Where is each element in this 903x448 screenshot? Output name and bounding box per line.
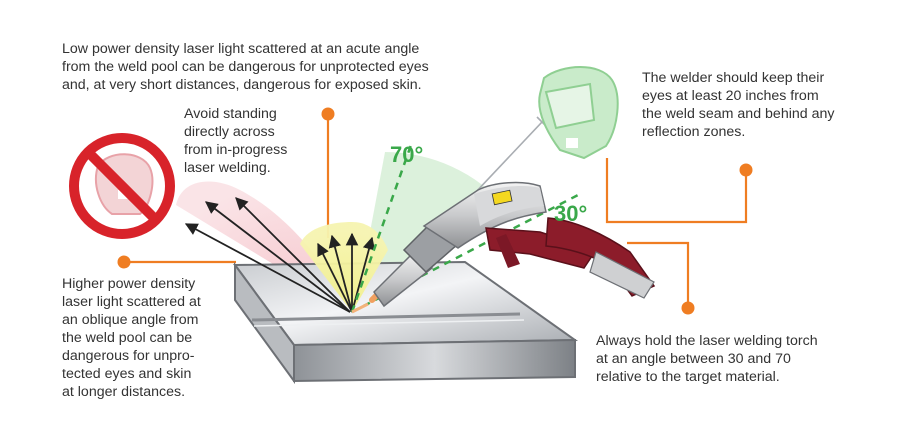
leader-torch-angle <box>627 241 690 308</box>
lower-angle-label: 30° <box>554 201 588 226</box>
avoid-standing-note-line-3: from in-progress <box>184 142 288 158</box>
high-power-note-line-4: the weld pool can be <box>62 330 193 346</box>
avoid-standing-note-line-1: Avoid standing <box>184 106 277 122</box>
low-power-note-line-1: Low power density laser light scattered … <box>62 41 420 57</box>
leader-dot-high-power <box>117 255 131 269</box>
welder-eyes-note-line-2: eyes at least 20 inches from <box>642 88 819 104</box>
low-power-note-line-3: and, at very short distances, dangerous … <box>62 77 422 93</box>
low-power-note-line-2: from the weld pool can be dangerous for … <box>62 59 429 75</box>
leader-dots <box>117 107 753 315</box>
leader-dot-welder-eyes <box>739 163 753 177</box>
laser-welding-torch-icon <box>351 181 656 314</box>
torch-angle-note-line-1: Always hold the laser welding torch <box>596 333 818 349</box>
leader-dot-torch-angle <box>681 301 695 315</box>
welder-eyes-note-line-1: The welder should keep their <box>642 70 825 86</box>
leader-lines <box>124 108 748 308</box>
no-face-shield-icon <box>69 133 175 239</box>
high-power-note-line-5: dangerous for unpro- <box>62 348 195 364</box>
torch-angle-note-line-2: at an angle between 30 and 70 <box>596 351 791 367</box>
high-power-note-line-1: Higher power density <box>62 276 196 292</box>
leader-welder-eyes <box>605 158 748 224</box>
avoid-standing-note-line-4: laser welding. <box>184 160 271 176</box>
high-power-note-line-2: laser light scattered at <box>62 294 201 310</box>
scatter-arrows <box>184 197 376 313</box>
avoid-standing-note-line-2: directly across <box>184 124 275 140</box>
leader-dot-avoid-standing <box>321 107 335 121</box>
welder-eyes-note-line-3: the weld seam and behind any <box>642 106 835 122</box>
high-power-note-line-3: an oblique angle from <box>62 312 199 328</box>
high-power-note-line-7: at longer distances. <box>62 384 186 400</box>
torch-angle-note-line-3: relative to the target material. <box>596 369 780 385</box>
welder-head-icon <box>538 66 619 160</box>
upper-angle-label: 70° <box>390 142 424 167</box>
high-power-note-line-6: tected eyes and skin <box>62 366 192 382</box>
welder-eyes-note-line-4: reflection zones. <box>642 124 746 140</box>
